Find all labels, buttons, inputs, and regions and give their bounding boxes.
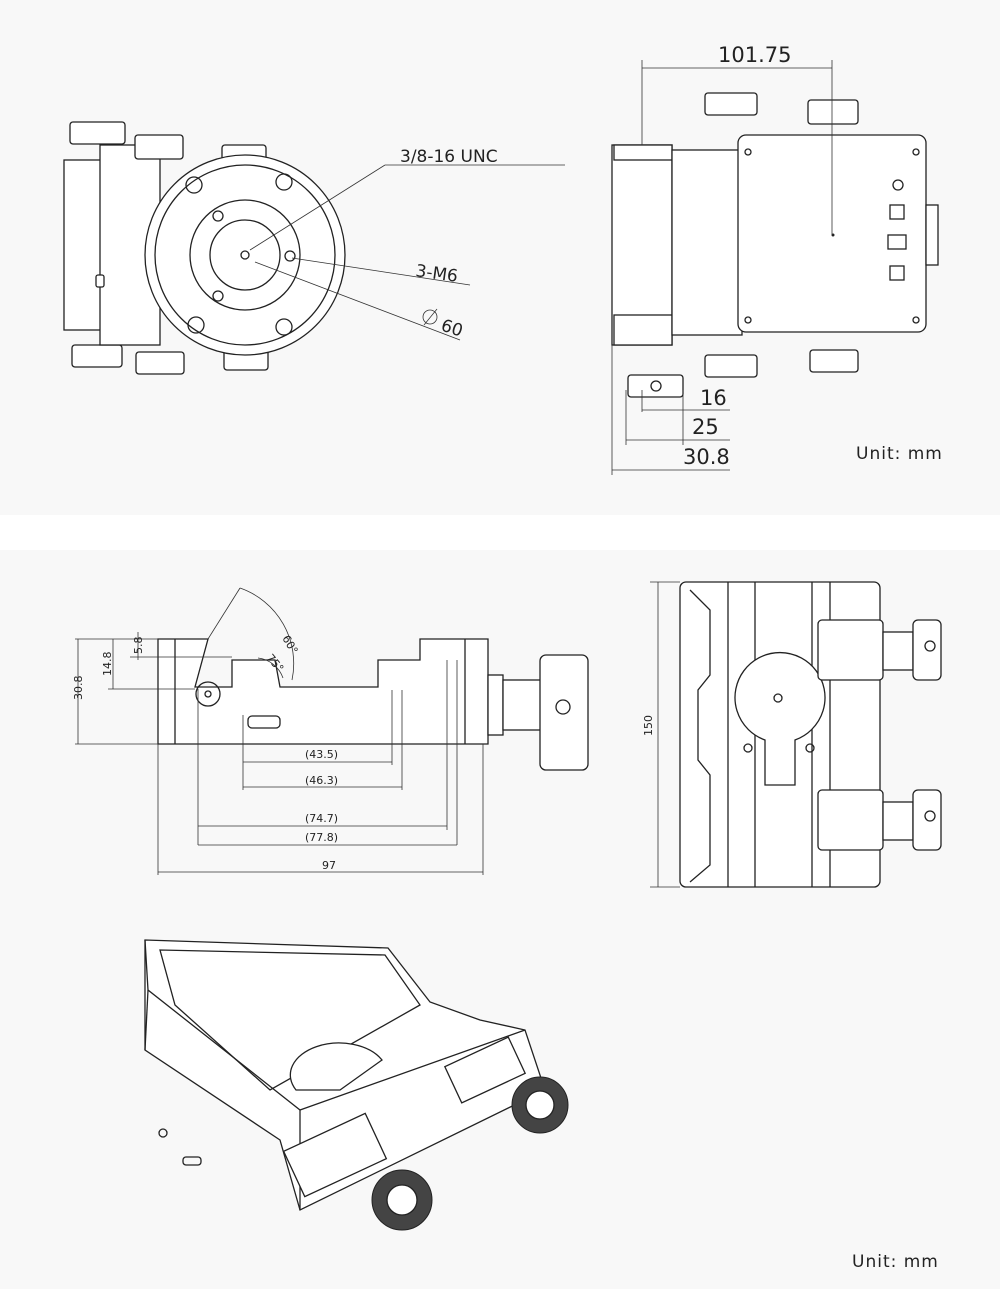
diameter-label: 60	[438, 316, 465, 342]
unit-label-bottom: Unit: mm	[852, 1252, 939, 1272]
diameter-icon	[422, 308, 438, 326]
section-view	[157, 587, 589, 771]
thread-label: 3/8-16 UNC	[400, 147, 498, 167]
bottom-drawings: 30.8 14.8 5.8 60° 75° (43.5) (46.3) (74.…	[72, 581, 942, 1272]
dim-101-75: 101.75	[718, 43, 791, 67]
isometric-view	[144, 939, 569, 1231]
dim-25: 25	[692, 415, 719, 439]
dim-46-3: (46.3)	[305, 774, 338, 787]
dim-43-5: (43.5)	[305, 748, 338, 761]
dim-h-30-8: 30.8	[72, 676, 85, 701]
dim-16: 16	[700, 386, 727, 410]
dim-150: 150	[642, 715, 655, 736]
screws-label: 3-M6	[414, 261, 459, 287]
section-dim-lines	[75, 632, 484, 875]
bottom-drawing-panel: 30.8 14.8 5.8 60° 75° (43.5) (46.3) (74.…	[0, 550, 1000, 1289]
dim-77-8: (77.8)	[305, 831, 338, 844]
dim-97: 97	[322, 859, 336, 872]
dim-74-7: (74.7)	[305, 812, 338, 825]
side-view	[611, 92, 939, 398]
top-drawings: 3/8-16 UNC 3-M6 60 101.75 16 25 30	[63, 43, 943, 475]
dim-30-8: 30.8	[683, 445, 730, 469]
front-view	[63, 121, 565, 375]
angle-60: 60°	[279, 633, 300, 656]
dim-h-14-8: 14.8	[101, 652, 114, 677]
plan-view	[650, 581, 942, 888]
unit-label-top: Unit: mm	[856, 444, 943, 464]
dimension-lines	[611, 60, 833, 475]
top-drawing-panel: 3/8-16 UNC 3-M6 60 101.75 16 25 30	[0, 0, 1000, 515]
dim-h-5-8: 5.8	[132, 637, 145, 655]
